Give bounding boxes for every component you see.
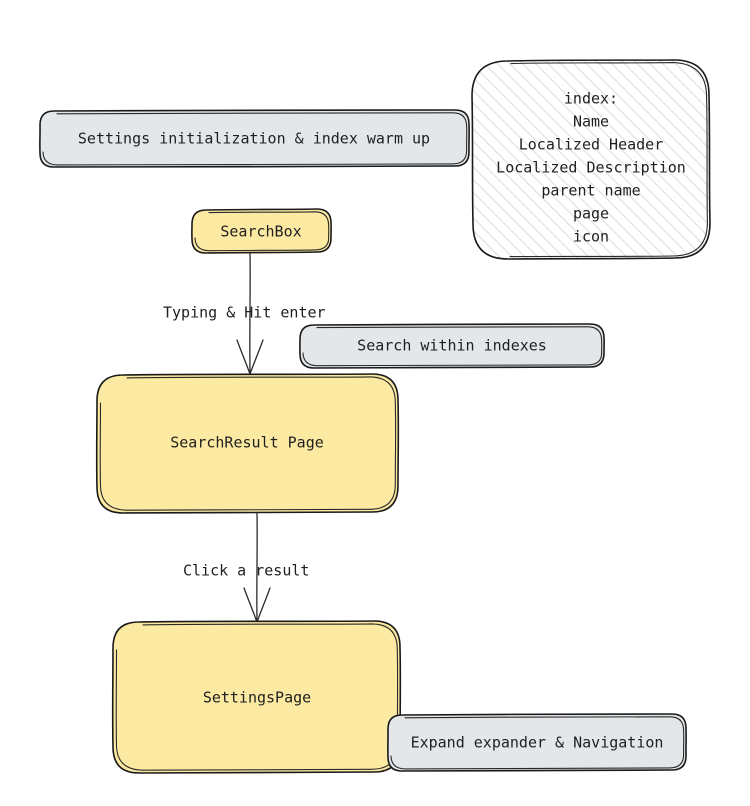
note-expand-expander-navigation-label: Expand expander & Navigation bbox=[411, 734, 664, 752]
index-schema-line-4: parent name bbox=[541, 182, 640, 200]
index-schema-line-5: page bbox=[573, 205, 609, 223]
edge-typing-hit-enter: Typing & Hit enter bbox=[163, 252, 326, 375]
edge-click-a-result: Click a result bbox=[183, 512, 309, 623]
note-settings-initialization-label: Settings initialization & index warm up bbox=[78, 130, 430, 148]
note-search-within-indexes-label: Search within indexes bbox=[357, 337, 547, 355]
node-settingspage-label: SettingsPage bbox=[203, 689, 311, 707]
node-settingspage[interactable]: SettingsPage bbox=[111, 620, 402, 774]
index-schema-line-1: Name bbox=[573, 113, 609, 131]
index-schema-line-6: icon bbox=[573, 228, 609, 246]
index-schema-line-0: index: bbox=[564, 90, 618, 108]
node-searchresult-page[interactable]: SearchResult Page bbox=[95, 373, 400, 514]
node-searchbox[interactable]: SearchBox bbox=[191, 208, 332, 254]
edge-typing-hit-enter-label: Typing & Hit enter bbox=[163, 304, 326, 322]
index-schema-box: index: Name Localized Header Localized D… bbox=[471, 59, 711, 260]
edge-click-a-result-label: Click a result bbox=[183, 562, 309, 580]
note-expand-expander-navigation: Expand expander & Navigation bbox=[387, 713, 687, 772]
node-searchresult-page-label: SearchResult Page bbox=[170, 434, 324, 452]
note-settings-initialization: Settings initialization & index warm up bbox=[39, 109, 470, 168]
index-schema-line-2: Localized Header bbox=[519, 136, 664, 154]
node-searchbox-label: SearchBox bbox=[220, 223, 301, 241]
index-schema-line-3: Localized Description bbox=[496, 159, 686, 177]
note-search-within-indexes: Search within indexes bbox=[299, 323, 605, 369]
